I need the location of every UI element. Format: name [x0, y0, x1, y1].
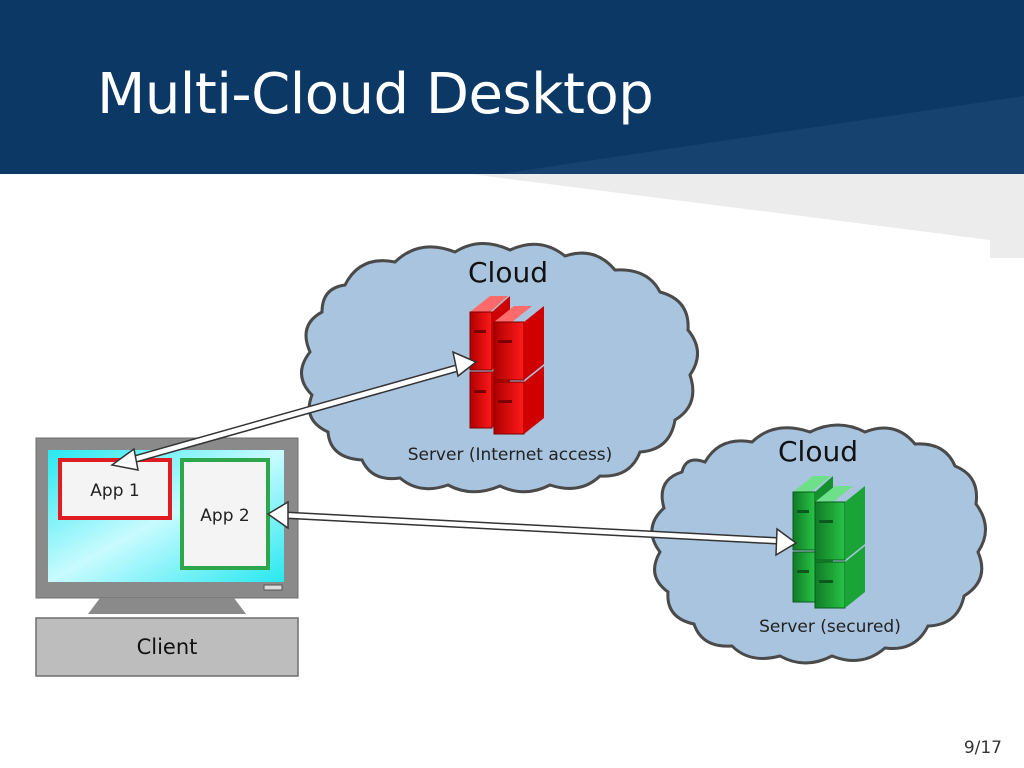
app1-label: App 1	[90, 481, 139, 501]
arrow-app2-secured-server	[266, 500, 798, 557]
arrow-app1-internet-server	[110, 350, 478, 471]
server-secured-icon	[792, 476, 865, 609]
app2-window	[180, 458, 270, 570]
monitor-power-button	[263, 584, 283, 591]
client-base	[35, 617, 299, 677]
cloud-bottom: Cloud Server (secured)	[650, 423, 987, 665]
cloud-bottom-label: Cloud	[778, 435, 858, 468]
client-label: Client	[137, 635, 198, 659]
client-computer: Client App 1 App 2	[35, 437, 299, 677]
app1-window	[58, 458, 172, 520]
slide-title: Multi-Cloud Desktop	[97, 62, 654, 127]
monitor-stand	[88, 598, 246, 614]
header-decoration	[500, 96, 1024, 174]
slide-header: Multi-Cloud Desktop	[0, 0, 1024, 174]
server-internet-icon	[469, 296, 544, 435]
cloud-top-server-label: Server (Internet access)	[408, 445, 613, 465]
header-ribbon	[470, 174, 1024, 258]
page-number: 9/17	[963, 738, 1002, 758]
app2-label: App 2	[200, 506, 249, 526]
cloud-top: Cloud Server (Internet access)	[300, 242, 699, 494]
cloud-top-label: Cloud	[468, 256, 548, 289]
cloud-bottom-server-label: Server (secured)	[759, 617, 901, 637]
